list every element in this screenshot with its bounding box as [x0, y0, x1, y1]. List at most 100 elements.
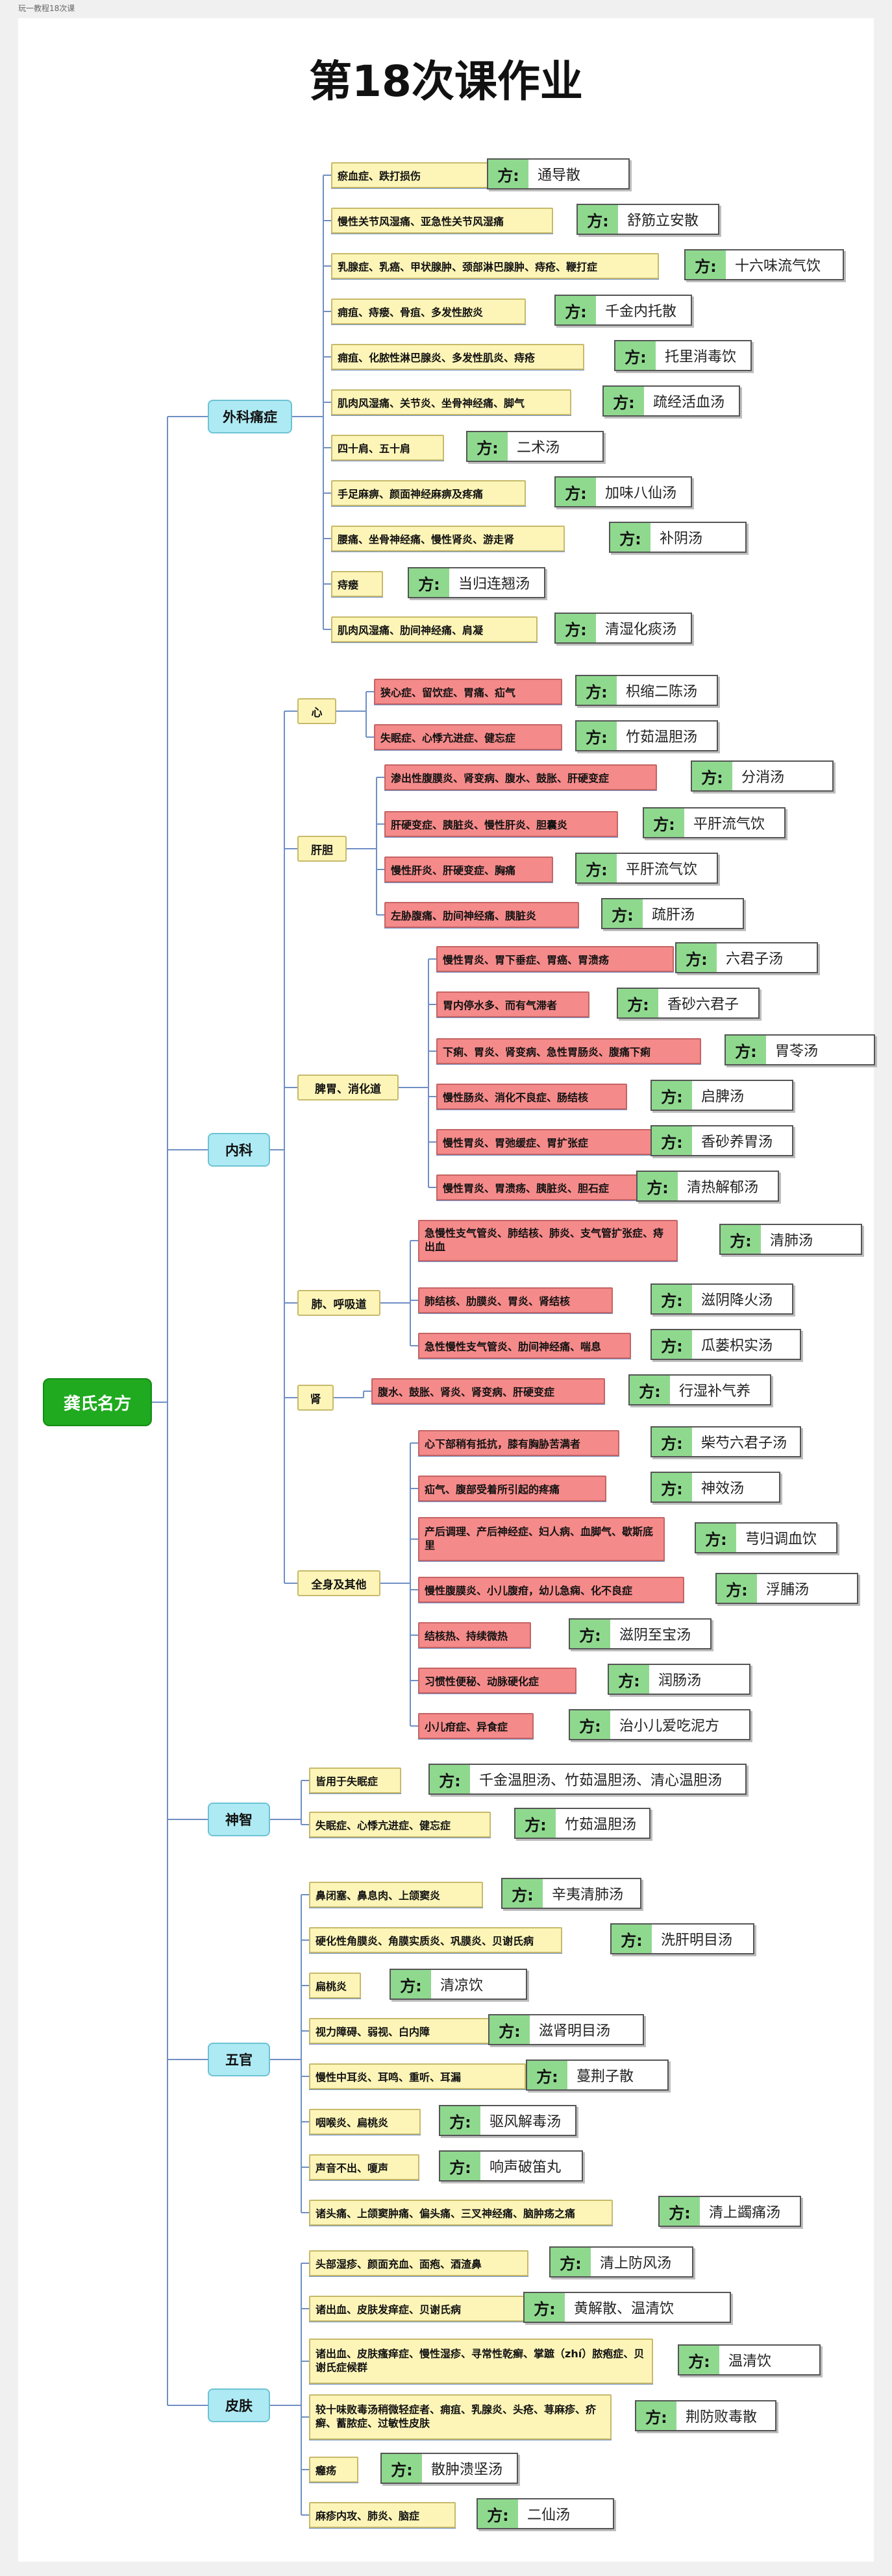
condition-label: 手足麻痹、颜面神经麻痹及疼痛: [331, 480, 526, 506]
formula-key-label: 方:: [721, 1225, 761, 1254]
category-skin[interactable]: 皮肤: [208, 2388, 270, 2422]
category-mind[interactable]: 神智: [208, 1803, 270, 1836]
condition-label: 头部湿疹、颜面充血、面疱、酒渣鼻: [309, 2250, 528, 2276]
formula-key-label: 方:: [638, 1172, 678, 1200]
formula-key-label: 方:: [430, 1765, 470, 1793]
formula-box[interactable]: 方:枳缩二陈汤: [575, 675, 718, 706]
formula-name: 疏经活血汤: [644, 387, 734, 415]
formula-box[interactable]: 方:清热解郁汤: [636, 1171, 779, 1202]
formula-box[interactable]: 方:蔓荆子散: [526, 2060, 669, 2091]
formula-key-label: 方:: [652, 1285, 692, 1313]
formula-box[interactable]: 方:托里消毒饮: [614, 340, 752, 371]
subcategory-label[interactable]: 肾: [297, 1385, 334, 1411]
condition-label: 声音不出、嗄声: [309, 2154, 419, 2180]
formula-box[interactable]: 方:浮脯汤: [715, 1573, 858, 1604]
formula-box[interactable]: 方:平肝流气饮: [575, 853, 718, 884]
formula-name: 十六味流气饮: [726, 250, 830, 279]
formula-box[interactable]: 方:二仙汤: [477, 2498, 614, 2529]
formula-box[interactable]: 方:当归连翘汤: [408, 567, 545, 598]
formula-box[interactable]: 方:香砂六君子: [617, 988, 760, 1019]
formula-name: 清肺汤: [761, 1225, 823, 1254]
formula-box[interactable]: 方:响声破笛丸: [439, 2150, 583, 2181]
condition-label: 失眠症、心悸亢进症、健忘症: [374, 724, 562, 750]
formula-box[interactable]: 方:疏肝汤: [601, 898, 744, 929]
formula-box[interactable]: 方:加味八仙汤: [554, 476, 692, 507]
formula-box[interactable]: 方:六君子汤: [675, 942, 818, 973]
formula-box[interactable]: 方:清肺汤: [719, 1224, 862, 1255]
formula-key-label: 方:: [382, 2454, 422, 2483]
formula-box[interactable]: 方:温清饮: [678, 2344, 821, 2376]
formula-box[interactable]: 方:行湿补气养: [628, 1374, 771, 1405]
formula-key-label: 方:: [570, 1620, 610, 1648]
formula-box[interactable]: 方:滋肾明目汤: [488, 2014, 644, 2045]
formula-name: 托里消毒饮: [656, 341, 746, 370]
formula-box[interactable]: 方:辛夷清肺汤: [501, 1878, 641, 1909]
formula-box[interactable]: 方:二术汤: [466, 431, 604, 462]
formula-box[interactable]: 方:芎归调血饮: [695, 1522, 837, 1553]
formula-name: 柴芍六君子汤: [692, 1428, 797, 1456]
subcategory-label[interactable]: 肝胆: [297, 836, 347, 862]
formula-name: 加味八仙汤: [596, 478, 686, 506]
formula-box[interactable]: 方:治小儿爱吃泥方: [569, 1709, 750, 1740]
formula-key-label: 方:: [391, 1970, 431, 1999]
formula-box[interactable]: 方:滋阴降火汤: [650, 1283, 793, 1315]
condition-label: 慢性胃炎、胃下垂症、胃癌、胃溃疡: [436, 946, 674, 972]
formula-key-label: 方:: [644, 808, 684, 837]
formula-box[interactable]: 方:疏经活血汤: [602, 385, 740, 417]
formula-key-label: 方:: [440, 2152, 480, 2180]
formula-key-label: 方:: [556, 614, 596, 642]
category-senses[interactable]: 五官: [208, 2043, 270, 2076]
formula-box[interactable]: 方:清湿化痰汤: [554, 613, 692, 644]
formula-box[interactable]: 方:神效汤: [650, 1472, 780, 1503]
condition-label: 麻疹内攻、肺炎、脑症: [309, 2502, 456, 2528]
formula-key-label: 方:: [525, 2293, 565, 2322]
formula-box[interactable]: 方:千金温胆汤、竹茹温胆汤、清心温胆汤: [428, 1764, 747, 1795]
formula-name: 荆防败毒散: [676, 2401, 767, 2430]
formula-key-label: 方:: [576, 854, 617, 882]
connector-lines: [152, 175, 701, 2529]
formula-key-label: 方:: [686, 250, 726, 279]
formula-box[interactable]: 方:黄解散、温清饮: [523, 2292, 731, 2323]
formula-box[interactable]: 方:润肠汤: [608, 1664, 750, 1695]
formula-key-label: 方:: [636, 2401, 676, 2430]
formula-name: 竹茹温胆汤: [617, 722, 707, 750]
formula-box[interactable]: 方:十六味流气饮: [684, 249, 844, 280]
formula-box[interactable]: 方:补阴汤: [609, 522, 747, 553]
formula-box[interactable]: 方:清凉饮: [390, 1969, 527, 2000]
condition-label: 产后调理、产后神经症、妇人病、血脚气、歇斯底里: [418, 1517, 665, 1561]
formula-box[interactable]: 方:通导散: [487, 158, 630, 189]
formula-box[interactable]: 方:清上防风汤: [549, 2246, 693, 2278]
formula-key-label: 方:: [609, 1665, 649, 1694]
subcategory-label[interactable]: 全身及其他: [297, 1570, 380, 1596]
subcategory-label[interactable]: 脾胃、消化道: [297, 1075, 399, 1100]
formula-box[interactable]: 方:启脾汤: [650, 1080, 793, 1111]
subcategory-label[interactable]: 心: [297, 698, 336, 724]
root-node[interactable]: 龚氏名方: [43, 1378, 152, 1426]
formula-key-label: 方:: [676, 943, 717, 972]
formula-key-label: 方:: [618, 989, 658, 1017]
formula-box[interactable]: 方:平肝流气饮: [643, 807, 786, 838]
subcategory-label[interactable]: 肺、呼吸道: [297, 1290, 380, 1316]
formula-name: 分消汤: [732, 762, 794, 790]
formula-box[interactable]: 方:清上蠲痛汤: [658, 2196, 801, 2227]
formula-key-label: 方:: [551, 2248, 591, 2276]
category-surgery[interactable]: 外科痛症: [208, 400, 292, 433]
formula-box[interactable]: 方:柴芍六君子汤: [650, 1426, 801, 1457]
formula-box[interactable]: 方:舒筋立安散: [576, 204, 719, 235]
formula-box[interactable]: 方:胃苓汤: [725, 1034, 875, 1065]
formula-box[interactable]: 方:滋阴至宝汤: [569, 1618, 712, 1649]
formula-name: 治小儿爱吃泥方: [610, 1710, 729, 1739]
formula-box[interactable]: 方:千金内托散: [554, 295, 692, 326]
formula-box[interactable]: 方:香砂养胃汤: [650, 1125, 793, 1156]
formula-box[interactable]: 方:竹茹温胆汤: [575, 720, 718, 751]
formula-box[interactable]: 方:竹茹温胆汤: [514, 1808, 650, 1839]
formula-box[interactable]: 方:散肿溃坚汤: [380, 2453, 518, 2484]
formula-box[interactable]: 方:瓜蒌枳实汤: [650, 1329, 801, 1360]
formula-box[interactable]: 方:分消汤: [691, 760, 834, 792]
category-internal[interactable]: 内科: [208, 1133, 270, 1167]
formula-box[interactable]: 方:荆防败毒散: [635, 2400, 776, 2431]
condition-label: 乳腺症、乳癌、甲状腺肿、颈部淋巴腺肿、痔疮、鞭打症: [331, 253, 659, 279]
formula-box[interactable]: 方:驱风解毒汤: [439, 2105, 576, 2136]
condition-label: 下痢、胃炎、肾变病、急性胃肠炎、腹痛下痢: [436, 1038, 701, 1064]
formula-box[interactable]: 方:洗肝明目汤: [610, 1923, 754, 1954]
